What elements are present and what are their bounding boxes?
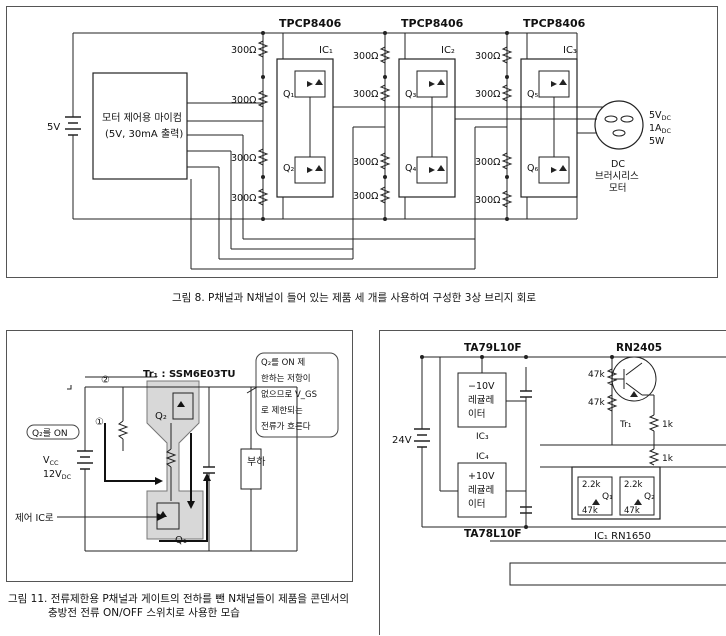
resistor-label: 300Ω: [475, 89, 500, 100]
resistor-label: 300Ω: [353, 191, 378, 202]
transistor-q4-label: Q₄: [405, 163, 416, 174]
r22k-b-label: 2.2k: [624, 480, 643, 490]
chip-column-2: [384, 33, 456, 219]
transistor-q1-label: Q₁: [283, 89, 294, 100]
ic4-label: IC₄: [476, 452, 489, 462]
note-line: 한하는 저항이: [261, 373, 311, 384]
chip-column-1: [262, 33, 334, 219]
figure-11-caption: 그림 11. 전류제한용 P채널과 게이트의 전하를 뺀 N채널들이 제품을 콘…: [8, 592, 358, 620]
tr1-label: Tr₁ : SSM6E03TU: [143, 369, 236, 380]
ic-label-3: IC₃: [563, 45, 577, 56]
transistor-q5-label: Q₅: [527, 89, 538, 100]
motor-name-line1: DC: [611, 159, 625, 170]
figure-8-three-phase-bridge: TPCP8406 TPCP8406 TPCP8406 IC₁ IC₂ IC₃ 3…: [6, 6, 718, 278]
rn2405-label: RN2405: [616, 342, 662, 354]
reg2-line: +10V: [468, 471, 495, 482]
figure-11-schematic: ② ① Tr₁ : SSM6E03TU Q₂를 ON VCC 12VDC Q₂ …: [15, 352, 339, 552]
figure-regulator-circuit: TA79L10F TA78L10F RN2405 −10V 레귤레 이터 +10…: [379, 330, 726, 635]
label-1: ①: [95, 417, 104, 428]
mcu-label-line1: 모터 제어용 마이컴: [102, 112, 182, 124]
resistor-label: 300Ω: [475, 195, 500, 206]
r47k-b-label: 47k: [588, 398, 605, 408]
r1k-b-label: 1k: [662, 454, 674, 464]
note-line: Q₂를 ON 제: [261, 358, 305, 368]
resistor-label: 300Ω: [353, 89, 378, 100]
note-line: 로 제한되는: [261, 406, 303, 416]
load-label: 부하: [247, 455, 265, 468]
reg1-line: 이터: [468, 409, 485, 420]
ic-label-1: IC₁: [319, 45, 333, 56]
figure-11-caption-line1: 그림 11. 전류제한용 P채널과 게이트의 전하를 뺀 N채널들이 제품을 콘…: [8, 593, 350, 605]
q1-label: Q₁: [602, 492, 613, 502]
reg1-line: 레귤레: [468, 395, 494, 406]
supply-24v-label: 24V: [392, 435, 412, 446]
r47k-d-label: 47k: [624, 506, 640, 516]
q1-label: Q₁: [175, 535, 187, 546]
motor-spec-voltage: 5VDC: [649, 110, 672, 122]
r1k-a-label: 1k: [662, 420, 674, 430]
resistor-label: 300Ω: [353, 157, 378, 168]
figure-11-current-limit-switch: ② ① Tr₁ : SSM6E03TU Q₂를 ON VCC 12VDC Q₂ …: [6, 330, 353, 582]
r47k-c-label: 47k: [582, 506, 598, 516]
figure-8-caption: 그림 8. P채널과 N채널이 들어 있는 제품 세 개를 사용하여 구성한 3…: [172, 292, 537, 304]
reg1-line: −10V: [468, 381, 495, 392]
transistor-q3-label: Q₃: [405, 89, 416, 100]
q2-on-label: Q₂를 ON: [32, 428, 68, 439]
chip-label-2: TPCP8406: [401, 17, 464, 30]
resistor-label: 300Ω: [231, 45, 256, 56]
resistor-label: 300Ω: [475, 51, 500, 62]
reg2-line: 레귤레: [468, 485, 494, 496]
q2-label: Q₂: [155, 411, 167, 422]
vcc-value: 12VDC: [43, 469, 72, 481]
resistor-label: 300Ω: [231, 153, 256, 164]
r47k-a-label: 47k: [588, 370, 605, 380]
label-2: ②: [101, 375, 110, 386]
r22k-a-label: 2.2k: [582, 480, 601, 490]
ic-label-2: IC₂: [441, 45, 455, 56]
motor-spec-current: 1ADC: [649, 123, 672, 135]
figure-11-caption-line2: 충방전 전류 ON/OFF 스위치로 사용한 모습: [48, 607, 240, 619]
resistor-label: 300Ω: [475, 157, 500, 168]
note-line: 전류가 흐른다: [261, 421, 311, 432]
figure-8-schematic: TPCP8406 TPCP8406 TPCP8406 IC₁ IC₂ IC₃ 3…: [47, 17, 672, 270]
chip-column-3: [506, 33, 578, 219]
ta78-label: TA78L10F: [464, 528, 522, 540]
mcu-label-line2: (5V, 30mA 출력): [105, 128, 183, 140]
reg2-line: 이터: [468, 499, 485, 510]
vcc-label: VCC: [43, 455, 59, 467]
resistor-label: 300Ω: [231, 193, 256, 204]
resistor-label: 300Ω: [231, 95, 256, 106]
ta79-label: TA79L10F: [464, 342, 522, 354]
supply-label: 5V: [47, 122, 60, 133]
ic1-label: IC₁ RN1650: [594, 531, 651, 542]
motor-name-line2: 브러시리스: [595, 171, 639, 182]
regulator-schematic: TA79L10F TA78L10F RN2405 −10V 레귤레 이터 +10…: [392, 342, 726, 586]
ic3-label: IC₃: [476, 432, 489, 442]
chip-label-3: TPCP8406: [523, 17, 586, 30]
q2-label: Q₂: [644, 492, 655, 502]
motor-spec-power: 5W: [649, 136, 665, 147]
note-line: 없으므로 V_GS: [261, 390, 317, 400]
control-ic-label: 제어 IC로: [15, 513, 54, 524]
motor-name-line3: 모터: [609, 183, 626, 194]
chip-label-1: TPCP8406: [279, 17, 342, 30]
transistor-q2-label: Q₂: [283, 163, 294, 174]
transistor-q6-label: Q₆: [527, 163, 538, 174]
resistor-label: 300Ω: [353, 51, 378, 62]
tr1-label: Tr₁: [619, 420, 632, 430]
